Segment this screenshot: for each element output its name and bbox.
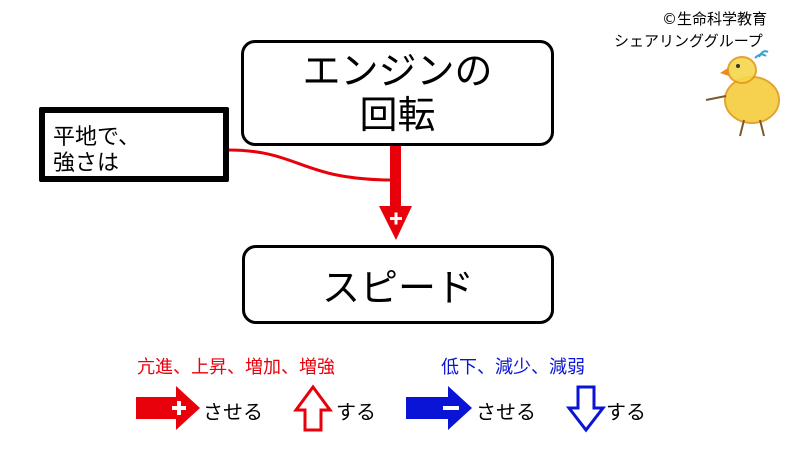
red-hollow-up-arrow-icon — [293, 384, 333, 432]
increase-intransitive-label: する — [336, 400, 376, 424]
chick-drawing-icon — [705, 50, 780, 137]
copyright-line-1: ©生命科学教育 — [662, 10, 768, 28]
speed-node: スピード — [242, 245, 554, 324]
increase-terms-heading: 亢進、上昇、増加、増強 — [137, 357, 335, 378]
plus-sign-icon — [172, 401, 186, 415]
callout-connector — [227, 148, 394, 182]
copyright-line-2: シェアリンググループ — [614, 32, 763, 50]
engine-rotation-label: エンジンの 回転 — [302, 49, 492, 137]
engine-rotation-node: エンジンの 回転 — [241, 40, 554, 146]
flat-road-strength-callout: 平地で、 強さは — [39, 107, 229, 182]
speed-label: スピード — [321, 266, 474, 310]
minus-sign-icon — [443, 406, 459, 410]
decrease-terms-heading: 低下、減少、減弱 — [441, 357, 585, 378]
increase-causative-label: させる — [203, 400, 263, 424]
red-bold-arrow-icon — [136, 386, 200, 430]
blue-bold-arrow-icon — [406, 386, 472, 430]
callout-line-2: 強さは — [53, 151, 120, 176]
engine-label-line-2: 回転 — [359, 93, 436, 137]
blue-hollow-down-arrow-icon — [565, 385, 607, 433]
causal-arrow-shaft — [390, 146, 401, 208]
decrease-causative-label: させる — [476, 400, 536, 424]
engine-label-line-1: エンジンの — [302, 49, 493, 93]
plus-sign-icon — [390, 212, 402, 225]
callout-line-1: 平地で、 — [53, 125, 141, 150]
decrease-intransitive-label: する — [606, 400, 646, 424]
